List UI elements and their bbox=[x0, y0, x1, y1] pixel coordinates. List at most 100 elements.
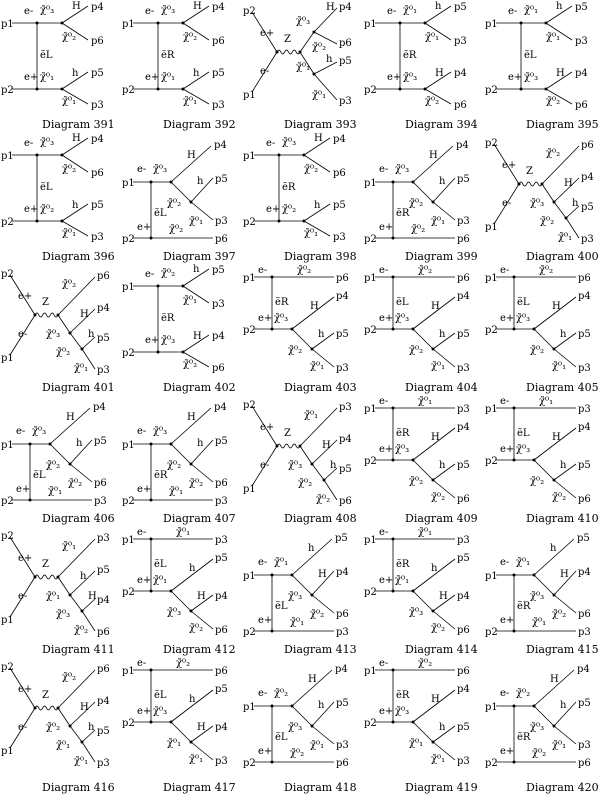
vertex bbox=[302, 219, 306, 223]
particle-label: χ̃⁰₁ bbox=[167, 738, 181, 749]
particle-line bbox=[170, 689, 214, 723]
particle-line bbox=[61, 88, 89, 105]
vertex bbox=[512, 327, 516, 331]
particle-line bbox=[432, 610, 456, 630]
particle-label: χ̃⁰₁ bbox=[48, 486, 62, 497]
particle-label: p3 bbox=[215, 535, 228, 546]
particle-line bbox=[432, 725, 456, 743]
particle-line bbox=[553, 725, 577, 745]
vertex bbox=[156, 21, 160, 25]
particle-label: χ̃⁰₁ bbox=[425, 32, 439, 43]
particle-label: χ̃⁰₃ bbox=[288, 591, 302, 602]
particle-line bbox=[553, 332, 577, 350]
particle-label: p1 bbox=[1, 746, 14, 757]
particle-line bbox=[311, 348, 335, 368]
particle-label: p4 bbox=[581, 172, 594, 183]
particle-label: H bbox=[318, 569, 327, 580]
particle-label: p2 bbox=[122, 85, 135, 96]
particle-label: h bbox=[318, 329, 325, 340]
vertex bbox=[431, 478, 435, 482]
selectron-label: ẽR bbox=[396, 559, 410, 570]
vertex bbox=[169, 442, 173, 446]
particle-label: χ̃⁰₂ bbox=[189, 623, 203, 634]
particle-line bbox=[81, 336, 96, 350]
particle-label: p2 bbox=[243, 627, 256, 638]
particle-label: H bbox=[431, 694, 440, 705]
particle-label: p6 bbox=[336, 758, 349, 769]
particle-label: p6 bbox=[339, 496, 352, 507]
selectron-label: ẽR bbox=[517, 601, 531, 612]
diagram-caption: Diagram 411 bbox=[42, 643, 115, 656]
vertex bbox=[270, 704, 274, 708]
particle-line bbox=[170, 145, 212, 183]
selectron-label: ẽL bbox=[33, 470, 46, 481]
particle-label: H bbox=[435, 68, 444, 79]
particle-label: p1 bbox=[364, 404, 377, 415]
z-boson-propagator bbox=[276, 443, 301, 449]
particle-label: χ̃⁰₁ bbox=[62, 228, 76, 239]
vertex bbox=[398, 21, 402, 25]
particle-label: e+ bbox=[379, 575, 393, 586]
diagram-caption: Diagram 413 bbox=[284, 643, 357, 656]
particle-label: p1 bbox=[243, 484, 256, 495]
particle-label: p3 bbox=[339, 96, 352, 107]
particle-label: h bbox=[439, 329, 446, 340]
particle-label: χ̃⁰₁ bbox=[56, 740, 70, 751]
particle-label: χ̃⁰₂ bbox=[425, 96, 439, 107]
particle-label: χ̃⁰₁ bbox=[62, 96, 76, 107]
particle-label: H bbox=[556, 68, 565, 79]
particle-label: p1 bbox=[122, 440, 135, 451]
particle-label: χ̃⁰₃ bbox=[524, 72, 538, 83]
vertex bbox=[391, 236, 395, 240]
particle-label: H bbox=[72, 1, 81, 12]
particle-label: p5 bbox=[454, 2, 467, 13]
particle-label: p1 bbox=[243, 273, 256, 284]
vertex bbox=[512, 760, 516, 764]
particle-label: χ̃⁰₂ bbox=[68, 478, 82, 489]
diagram-caption: Diagram 415 bbox=[526, 643, 599, 656]
particle-line bbox=[57, 669, 96, 709]
particle-label: e+ bbox=[508, 72, 522, 83]
particle-line bbox=[432, 348, 456, 368]
particle-label: χ̃⁰₁ bbox=[169, 486, 183, 497]
particle-label: p6 bbox=[578, 758, 591, 769]
particle-label: p4 bbox=[339, 434, 352, 445]
particle-label: χ̃⁰₃ bbox=[167, 607, 181, 618]
diagram-caption: Diagram 407 bbox=[163, 512, 236, 525]
particle-label: e+ bbox=[500, 313, 514, 324]
particle-label: h bbox=[88, 329, 95, 340]
vertex bbox=[431, 609, 435, 613]
particle-line bbox=[9, 576, 36, 618]
particle-label: χ̃⁰₁ bbox=[409, 738, 423, 749]
vertex bbox=[68, 724, 72, 728]
particle-line bbox=[493, 143, 520, 185]
particle-label: χ̃⁰₃ bbox=[530, 591, 544, 602]
particle-label: p1 bbox=[1, 19, 14, 30]
diagram-caption: Diagram 420 bbox=[526, 781, 599, 794]
particle-label: p2 bbox=[243, 325, 256, 336]
z-boson-propagator bbox=[276, 49, 301, 55]
particle-label: p2 bbox=[243, 758, 256, 769]
vertex bbox=[391, 589, 395, 593]
particle-label: p3 bbox=[91, 232, 104, 243]
particle-line bbox=[553, 177, 580, 203]
particle-label: χ̃⁰₁ bbox=[304, 228, 318, 239]
particle-label: h bbox=[572, 198, 579, 209]
vertex bbox=[310, 724, 314, 728]
particle-label: H bbox=[560, 569, 569, 580]
particle-label: χ̃⁰₃ bbox=[153, 426, 167, 437]
particle-label: χ̃⁰₃ bbox=[395, 706, 409, 717]
vertex bbox=[322, 478, 326, 482]
particle-label: H bbox=[314, 133, 323, 144]
particle-label: χ̃⁰₃ bbox=[296, 16, 310, 27]
particle-label: p2 bbox=[485, 138, 498, 149]
particle-line bbox=[182, 334, 210, 353]
vertex bbox=[181, 284, 185, 288]
particle-label: χ̃⁰₁ bbox=[62, 541, 76, 552]
